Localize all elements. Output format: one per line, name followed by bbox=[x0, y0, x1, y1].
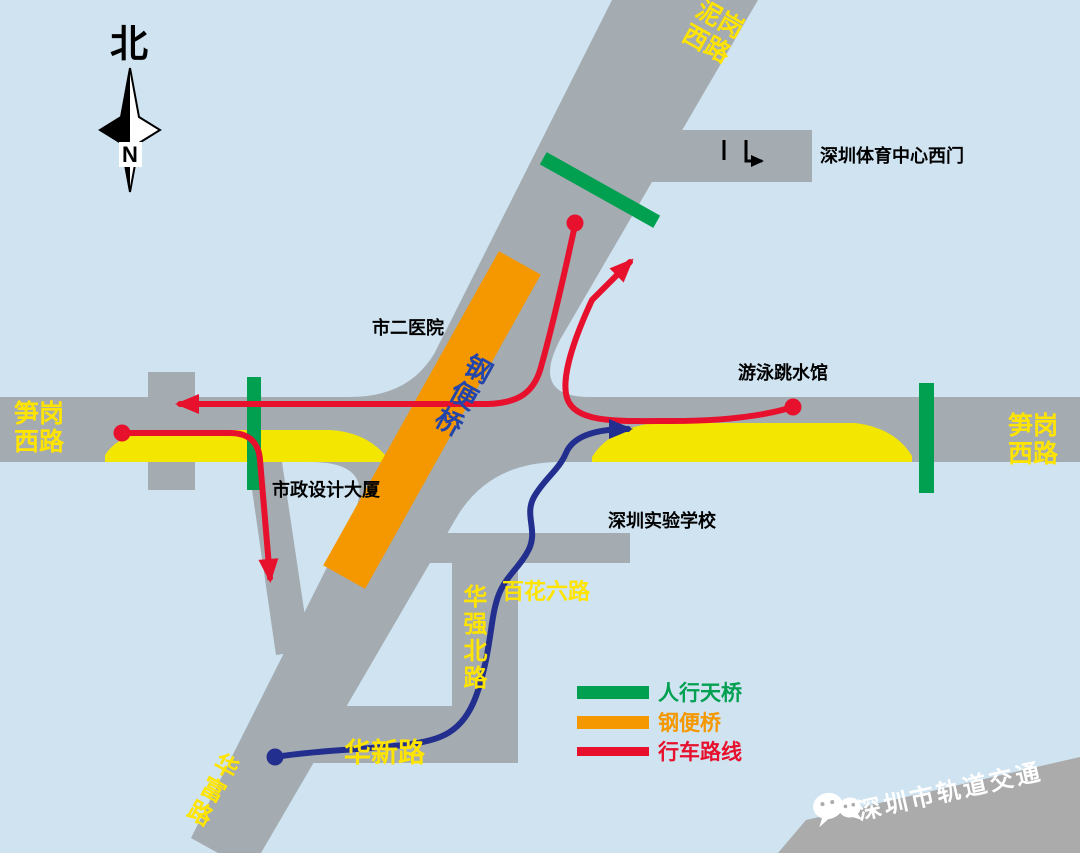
route-start-dot-east bbox=[784, 398, 802, 416]
route-blue-south-to-east bbox=[272, 419, 633, 760]
legend-label-pedestrian-bridge: 人行天桥 bbox=[658, 681, 743, 705]
landmark-hospital: 市二医院 bbox=[372, 318, 444, 338]
junction-fillet-nw bbox=[350, 340, 441, 397]
route-red-west-to-north bbox=[562, 258, 796, 425]
junction-fillet-se bbox=[455, 462, 560, 520]
north-label: 北 bbox=[110, 24, 149, 66]
compass-rose-icon: N bbox=[98, 67, 162, 193]
road-label-sungang-right-line2: 西路 bbox=[1008, 440, 1059, 468]
road-label-sungang-left-line1: 笋岗 bbox=[14, 400, 65, 428]
legend-swatch-driving-route bbox=[577, 747, 649, 756]
route-red-east-to-south bbox=[119, 430, 279, 583]
landmark-sports-center-gate: 深圳体育中心西门 bbox=[820, 146, 964, 166]
road-label-sungang-left-line2: 西路 bbox=[14, 428, 65, 456]
legend-label-driving-route: 行车路线 bbox=[657, 740, 742, 764]
route-start-dot-south bbox=[266, 748, 284, 766]
legend-swatch-steel-bridge bbox=[577, 716, 649, 729]
left-turn-arrow-icon bbox=[722, 140, 764, 167]
route-start-dot-west bbox=[113, 424, 131, 442]
legend: 人行天桥 钢便桥 行车路线 bbox=[577, 681, 743, 764]
road-label-sungang-west-right: 笋岗 西路 bbox=[1008, 412, 1058, 468]
closure-zone-right bbox=[592, 423, 912, 462]
legend-swatch-pedestrian-bridge bbox=[577, 686, 649, 699]
road-label-huaxin: 华新路 bbox=[344, 738, 425, 768]
landmark-swimming-diving-hall: 游泳跳水馆 bbox=[738, 363, 828, 383]
junction-fillet-ne bbox=[526, 340, 590, 397]
landmark-municipal-design-building: 市政设计大厦 bbox=[272, 480, 380, 500]
junction-fillet-sw bbox=[310, 462, 380, 520]
footer-banner bbox=[778, 757, 1080, 853]
road-label-sungang-west-left: 笋岗 西路 bbox=[14, 400, 64, 456]
wechat-icon bbox=[813, 792, 863, 828]
legend-label-steel-bridge: 钢便桥 bbox=[658, 711, 722, 735]
steel-bridge bbox=[323, 251, 541, 589]
road-sports-gate-stub bbox=[640, 130, 812, 182]
route-red-southbound-to-west bbox=[175, 222, 578, 414]
landmark-experimental-school: 深圳实验学校 bbox=[608, 511, 716, 531]
closure-zone-left bbox=[105, 430, 385, 462]
road-label-sungang-right-line1: 笋岗 bbox=[1008, 412, 1059, 440]
road-label-huaqiang-north: 华强北路 bbox=[458, 584, 486, 692]
route-start-dot-north bbox=[566, 214, 584, 232]
compass-n-label: N bbox=[122, 142, 138, 167]
pedestrian-bridge-east bbox=[919, 383, 934, 493]
road-label-baihua-six: 百花六路 bbox=[502, 579, 591, 604]
pedestrian-bridge-north bbox=[539, 152, 661, 228]
